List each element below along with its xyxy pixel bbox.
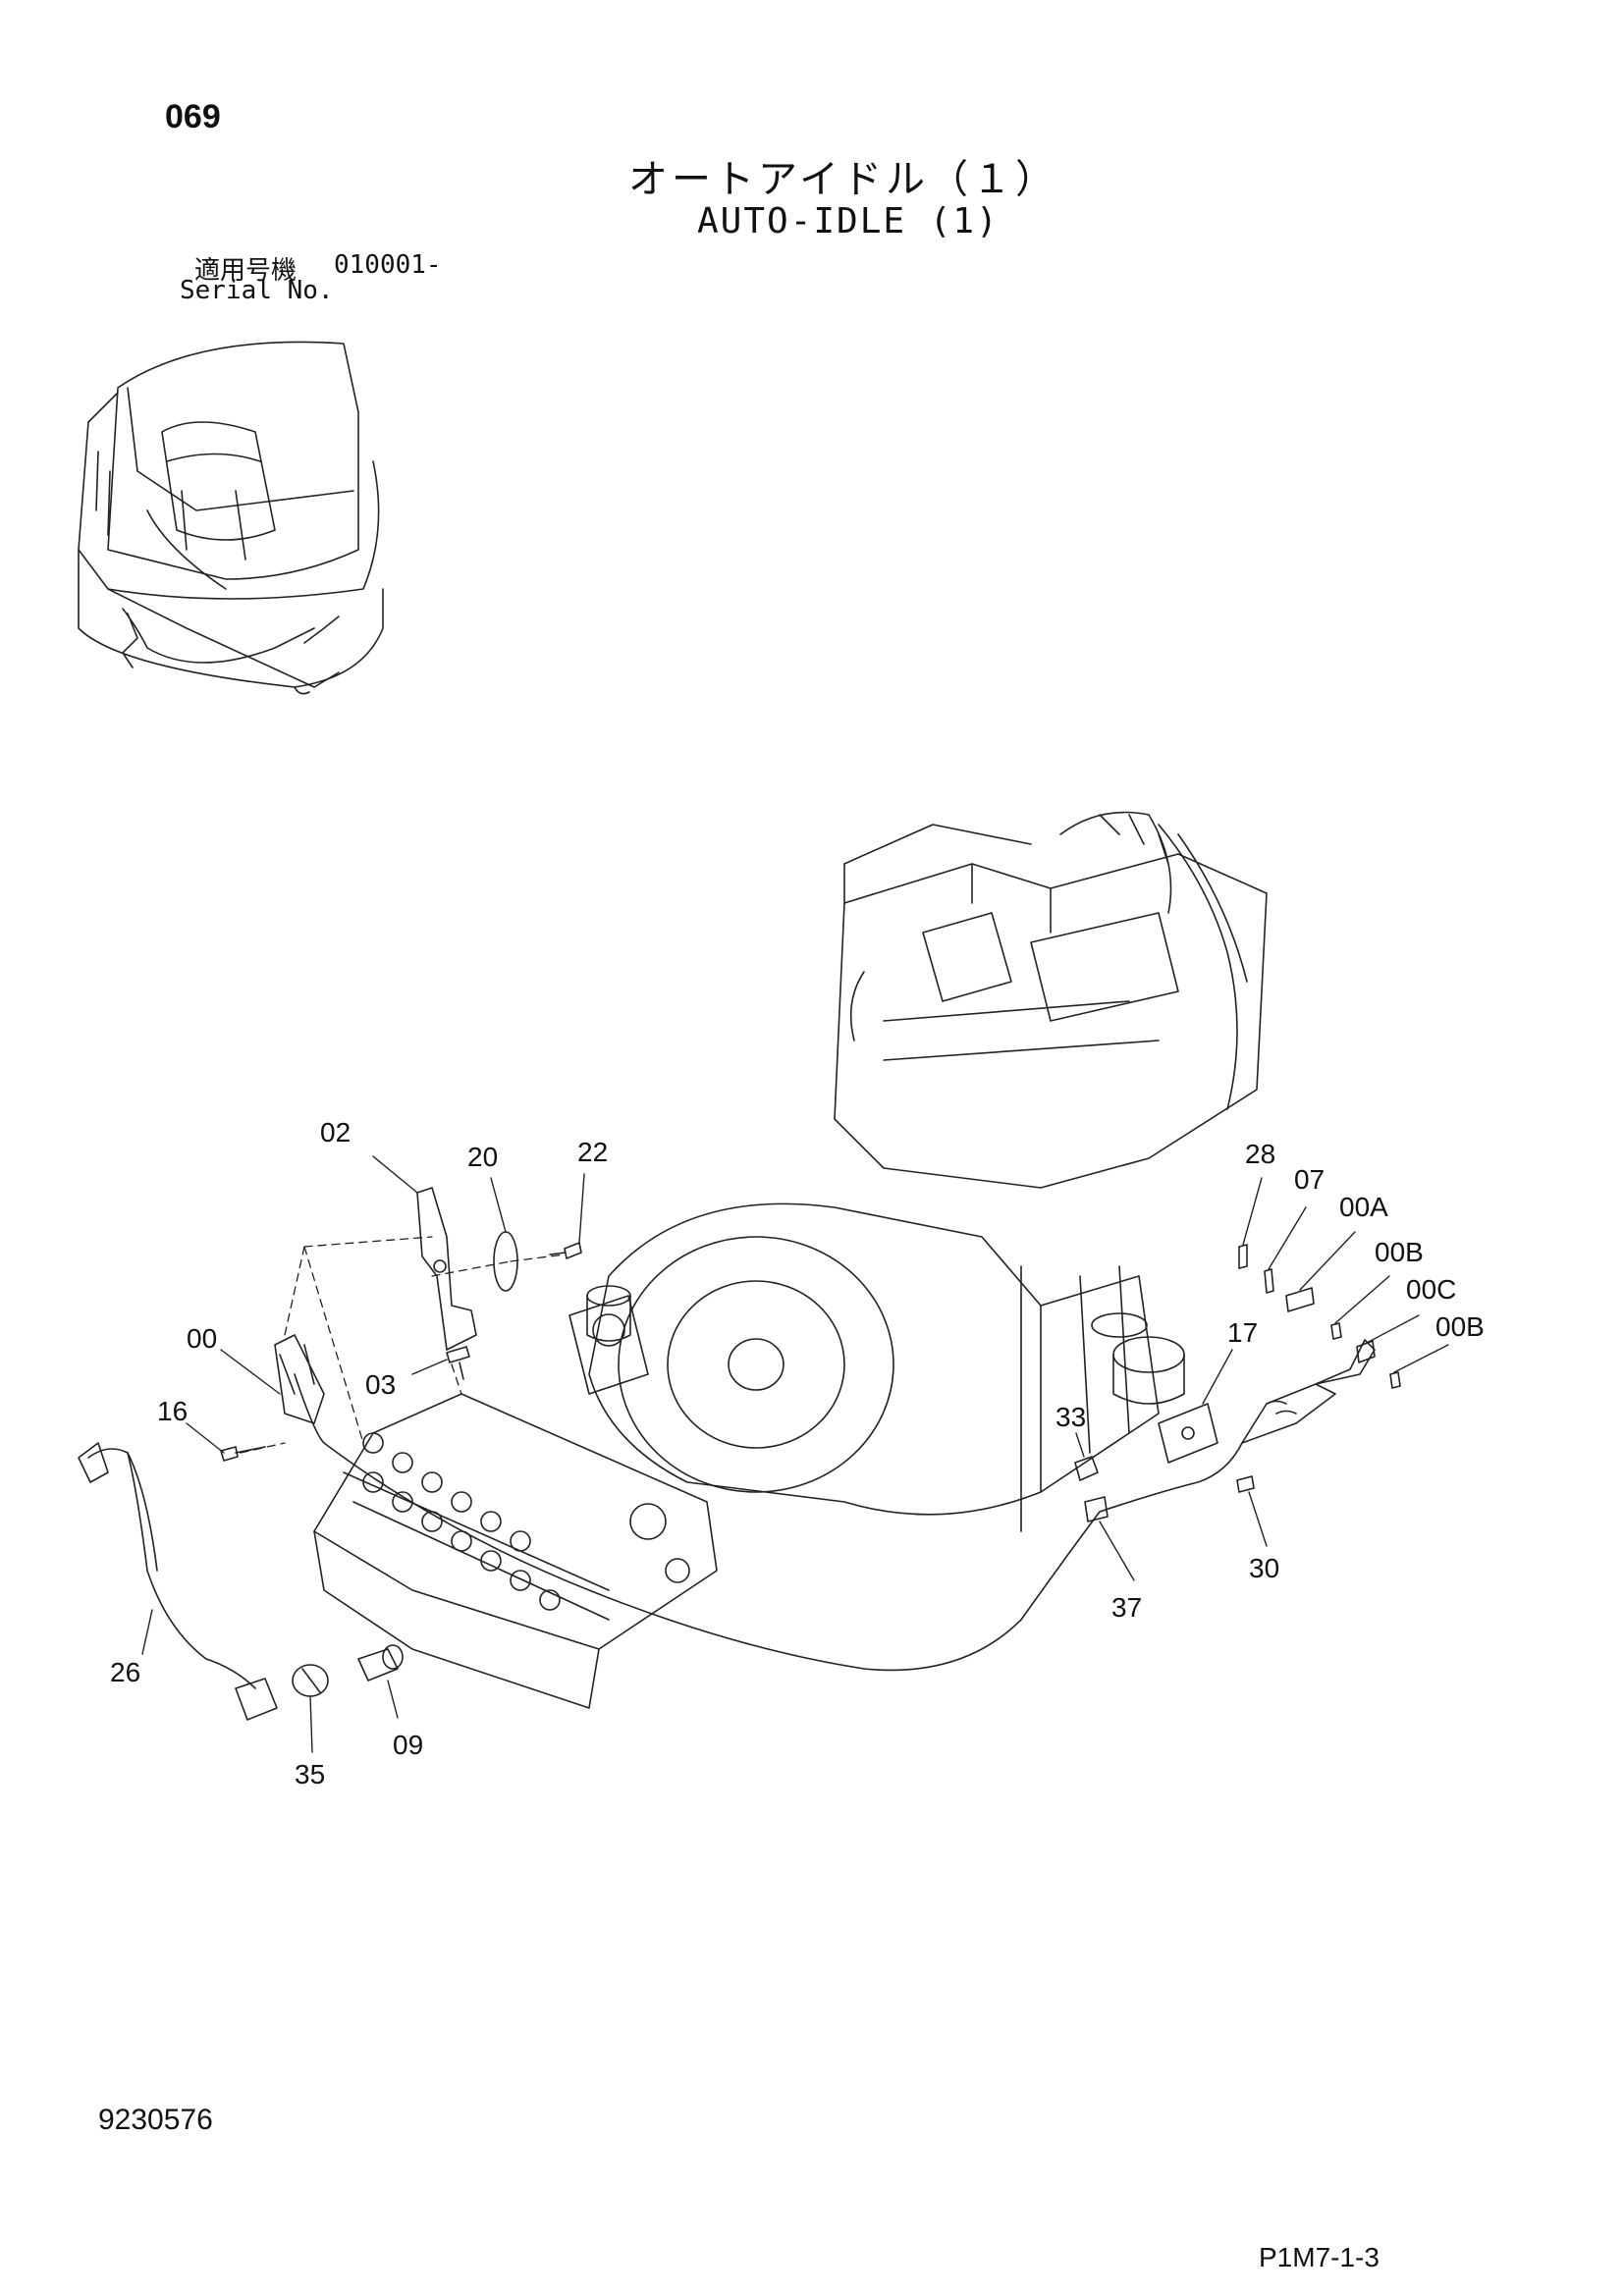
callout-00A: 00A xyxy=(1339,1192,1388,1222)
callout-00B-second: 00B xyxy=(1435,1311,1485,1342)
callout-35: 35 xyxy=(295,1759,326,1789)
callout-16: 16 xyxy=(157,1396,189,1426)
small-parts xyxy=(220,1187,1401,1697)
callout-00B: 00B xyxy=(1375,1237,1424,1267)
callout-03: 03 xyxy=(365,1369,397,1400)
page-number: 069 xyxy=(165,98,221,135)
serial-value: 010001- xyxy=(334,250,442,280)
title-japanese: オートアイドル（１） xyxy=(628,157,1058,202)
callout-02: 02 xyxy=(320,1117,352,1148)
page-code: P1M7-1-3 xyxy=(1259,2242,1380,2272)
document-number: 9230576 xyxy=(98,2104,213,2136)
callout-33: 33 xyxy=(1055,1402,1087,1432)
callout-30: 30 xyxy=(1249,1553,1280,1583)
serial-label-japanese: 適用号機 xyxy=(194,256,298,286)
callout-37: 37 xyxy=(1111,1592,1143,1623)
control-valve xyxy=(313,1393,718,1709)
callout-17: 17 xyxy=(1227,1317,1259,1348)
callout-00: 00 xyxy=(187,1323,218,1354)
callout-09: 09 xyxy=(393,1730,424,1760)
wire-harness xyxy=(274,1334,1376,1672)
callout-26: 26 xyxy=(110,1657,141,1687)
engine-assembly xyxy=(568,811,1268,1532)
installation-guide-lines xyxy=(240,1236,566,1454)
callout-28: 28 xyxy=(1245,1139,1276,1169)
title-english: AUTO-IDLE (1) xyxy=(697,201,1000,241)
callout-leader-lines xyxy=(141,1155,1449,1753)
callout-20: 20 xyxy=(467,1142,499,1172)
harness-26 xyxy=(78,1442,278,1721)
machine-overview-illustration xyxy=(78,341,384,695)
callout-07: 07 xyxy=(1294,1164,1325,1195)
callout-00C: 00C xyxy=(1406,1274,1457,1305)
serial-label-english: Serial No. xyxy=(180,276,334,305)
callout-22: 22 xyxy=(577,1137,609,1167)
